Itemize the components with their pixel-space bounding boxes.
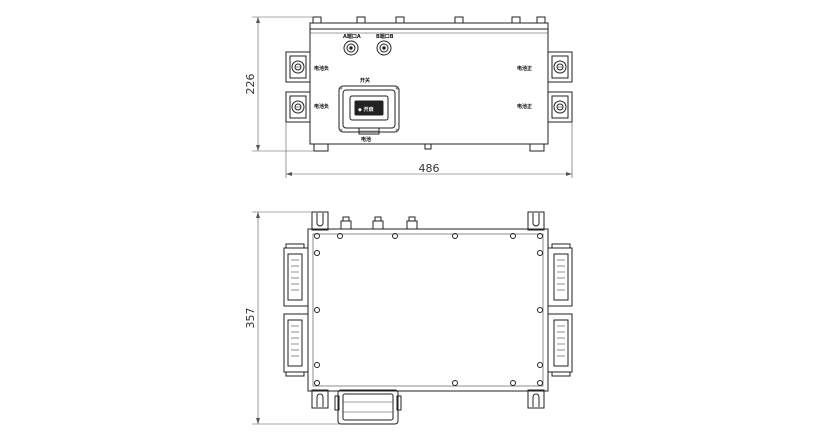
- switch-label: 开关: [360, 77, 370, 84]
- plan-left-terminal-upper: [283, 243, 309, 307]
- right-terminal-upper: [547, 51, 573, 83]
- plan-switch-housing: [334, 389, 402, 425]
- label-left-lower: 电池负: [314, 103, 329, 110]
- mount-tab-bottom-right: [527, 389, 545, 409]
- switch-text: ◆ 开启: [358, 106, 374, 113]
- label-left-upper: 电池负: [314, 65, 329, 72]
- right-terminal-lower: [547, 91, 573, 123]
- bolt-holes: [314, 233, 543, 386]
- connector-a-label: A端口A: [343, 33, 361, 40]
- plan-right-terminal-upper: [547, 243, 573, 307]
- plan-right-terminal-lower: [547, 313, 573, 377]
- height-dimension-label: 226: [244, 74, 257, 95]
- dimension-height-bottom: [252, 211, 340, 425]
- mount-tab-top-left: [311, 211, 329, 231]
- plan-connectors: [340, 216, 418, 230]
- foot-left: [313, 143, 329, 152]
- bottom-view: 357: [244, 211, 573, 425]
- switch-panel: [338, 85, 400, 135]
- display-text: 电池: [361, 136, 371, 143]
- connector-a: [343, 40, 359, 56]
- lid-strip: [309, 22, 549, 30]
- label-right-lower: 电池正: [517, 103, 532, 110]
- width-dimension-label: 486: [419, 162, 440, 175]
- left-terminal-lower: [285, 91, 311, 123]
- top-view: A端口A B端口B: [244, 16, 573, 178]
- plan-left-terminal-lower: [283, 313, 309, 377]
- connector-b: [376, 40, 392, 56]
- connector-b-label: B端口B: [376, 33, 394, 40]
- base-plate: [307, 228, 549, 392]
- top-nubs: [312, 16, 546, 24]
- label-right-upper: 电池正: [517, 65, 532, 72]
- dimension-width: [285, 122, 573, 178]
- mount-tab-bottom-left: [311, 389, 329, 409]
- left-terminal-upper: [285, 51, 311, 83]
- foot-right: [529, 143, 545, 152]
- mount-tab-top-right: [527, 211, 545, 231]
- bottom-height-dimension-label: 357: [244, 308, 257, 329]
- dimension-height-top: [252, 16, 314, 152]
